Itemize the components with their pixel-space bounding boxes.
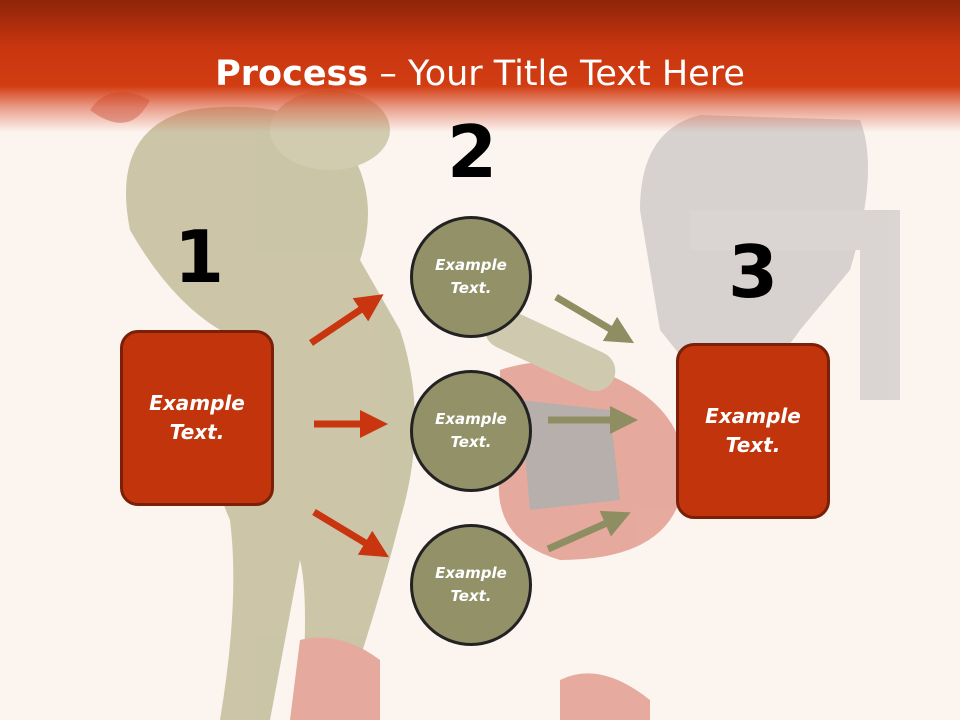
- middle-circle-top-label: Example Text.: [435, 256, 507, 297]
- middle-circle-bottom[interactable]: Example Text.: [410, 524, 532, 646]
- arrow-top-to-end: [554, 293, 635, 344]
- title-banner: [0, 0, 960, 132]
- arrow-start-to-top: [309, 294, 384, 346]
- end-box[interactable]: Example Text.: [676, 343, 830, 519]
- start-box[interactable]: Example Text.: [120, 330, 274, 506]
- middle-circle-center-label: Example Text.: [435, 410, 507, 451]
- middle-circle-bottom-label: Example Text.: [435, 564, 507, 605]
- slide-title: Process – Your Title Text Here: [0, 52, 960, 96]
- title-rest: – Your Title Text Here: [368, 54, 745, 94]
- title-bold: Process: [215, 54, 369, 94]
- end-box-label: Example Text.: [705, 404, 801, 457]
- middle-circle-center[interactable]: Example Text.: [410, 370, 532, 492]
- middle-circle-top[interactable]: Example Text.: [410, 216, 532, 338]
- step-number-3: 3: [727, 230, 779, 314]
- start-box-label: Example Text.: [149, 391, 245, 444]
- step-number-2: 2: [446, 110, 498, 194]
- arrow-bottom-to-end: [546, 510, 631, 553]
- arrow-start-to-bottom: [312, 509, 389, 558]
- step-number-1: 1: [173, 215, 225, 299]
